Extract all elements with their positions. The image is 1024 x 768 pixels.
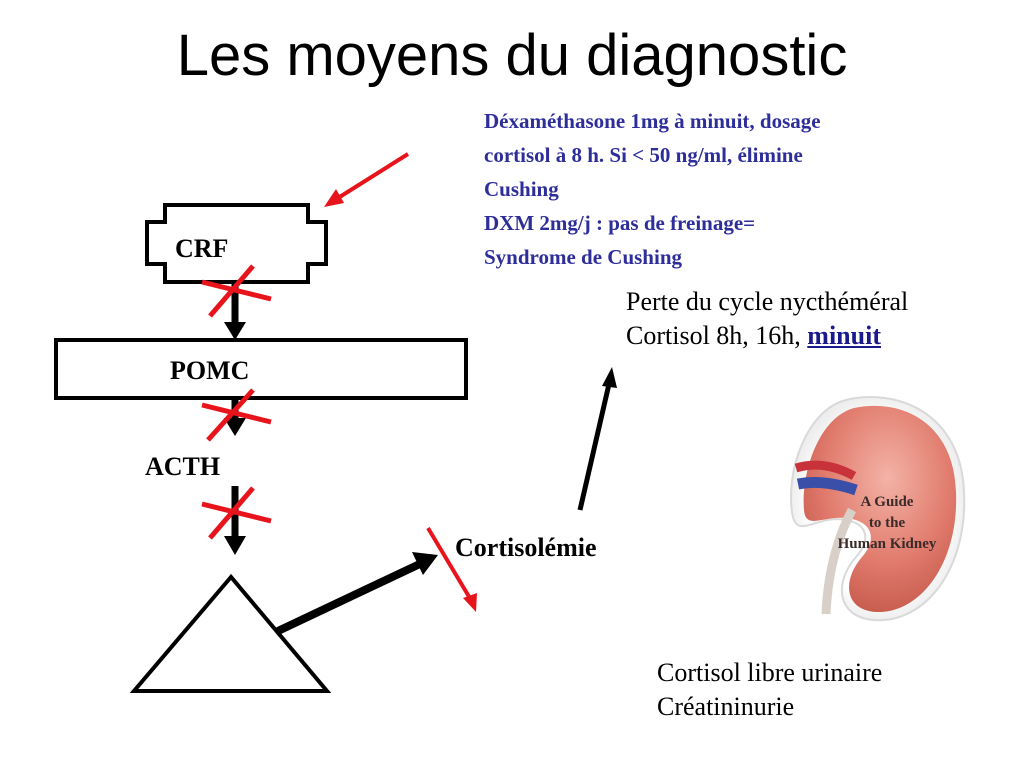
arrowhead-icon <box>224 536 246 555</box>
cortisolemie-label: Cortisolémie <box>455 533 597 562</box>
note-line: Syndrome de Cushing <box>484 245 683 269</box>
cycle-line-2-prefix: Cortisol 8h, 16h, <box>626 321 808 350</box>
dexamethasone-note: Déxaméthasone 1mg à minuit, dosage corti… <box>484 104 964 274</box>
minuit-link[interactable]: minuit <box>807 321 881 350</box>
kidney-image <box>776 392 972 628</box>
crf-label: CRF <box>175 234 229 263</box>
note-line: Déxaméthasone 1mg à minuit, dosage <box>484 109 821 133</box>
arrow-to-cycle <box>577 383 612 511</box>
urine-line-2: Créatininurie <box>657 692 795 721</box>
red-arrow-to-crf <box>336 152 410 200</box>
adrenal-triangle <box>129 573 332 693</box>
kidney-caption-line: A Guide <box>860 494 914 510</box>
note-line: Cushing <box>484 177 559 201</box>
page-title: Les moyens du diagnostic <box>176 23 848 88</box>
arrowhead-icon <box>224 322 246 340</box>
block-cross-icon <box>201 486 272 540</box>
arrowhead-icon <box>412 552 438 575</box>
red-arrowhead-icon <box>324 189 344 207</box>
block-cross-icon <box>201 388 272 442</box>
crf-box <box>145 203 328 284</box>
kidney-caption-line: to the <box>868 515 906 531</box>
urine-text: Cortisol libre urinaire Créatininurie <box>657 656 882 724</box>
kidney-caption-line: Human Kidney <box>837 536 937 552</box>
cycle-text: Perte du cycle nycthéméral Cortisol 8h, … <box>626 285 908 353</box>
arrowhead-icon <box>602 367 617 388</box>
pomc-box <box>54 338 468 400</box>
arrowhead-icon <box>224 418 246 436</box>
red-arrowhead-icon <box>463 593 477 612</box>
note-line: cortisol à 8 h. Si < 50 ng/ml, élimine <box>484 143 803 167</box>
acth-label: ACTH <box>145 452 221 481</box>
red-slash-arrow <box>426 526 473 602</box>
note-line: DXM 2mg/j : pas de freinage= <box>484 211 756 235</box>
kidney-caption: A Guide to the Human Kidney <box>802 492 972 555</box>
cycle-line-2: Cortisol 8h, 16h, minuit <box>626 319 908 353</box>
arrow-adrenal-to-cortisolemie <box>276 558 426 635</box>
kidney-icon <box>790 396 966 622</box>
urine-line-1: Cortisol libre urinaire <box>657 658 883 687</box>
block-cross-icon <box>201 264 272 318</box>
cycle-line-1: Perte du cycle nycthéméral <box>626 287 909 316</box>
pomc-label: POMC <box>170 356 250 385</box>
